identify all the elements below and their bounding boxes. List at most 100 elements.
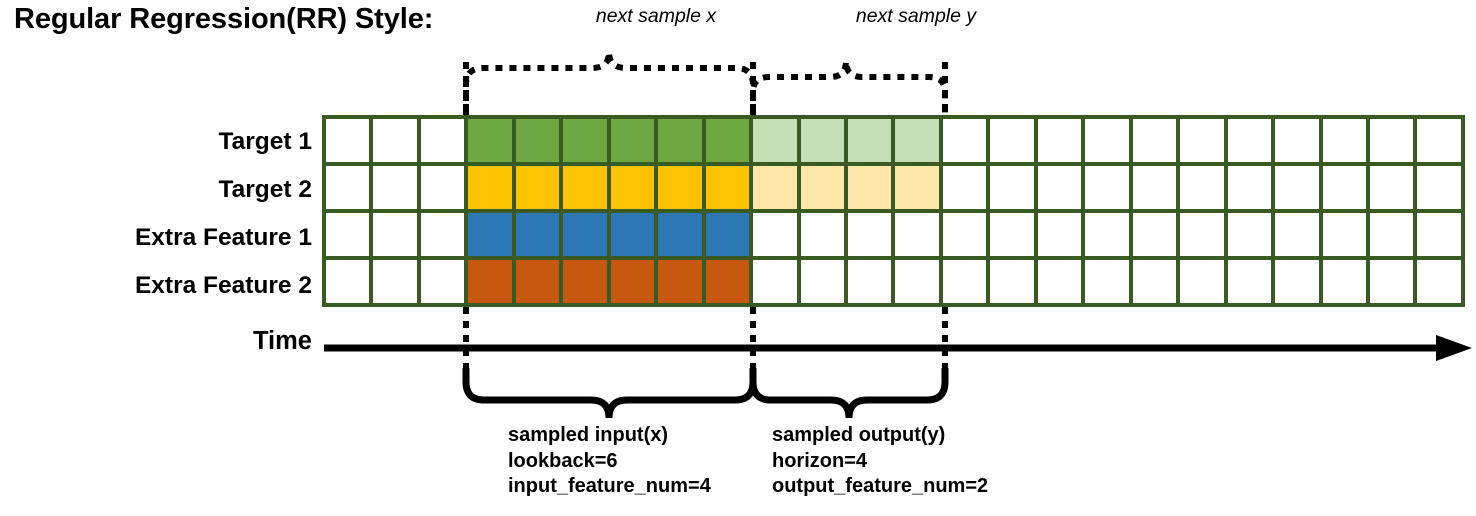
- grid-cell-empty: [800, 260, 844, 303]
- caption-sampled-output: sampled output(y) horizon=4 output_featu…: [772, 423, 988, 500]
- grid-cell-empty: [753, 260, 797, 303]
- grid-cell-empty: [753, 213, 797, 256]
- caption-output-line-3: output_feature_num=2: [772, 475, 989, 497]
- grid-cell-empty: [1085, 119, 1129, 162]
- grid-cell-empty: [1369, 260, 1414, 303]
- grid-cell-output: [800, 166, 844, 209]
- grid-cell-empty: [1037, 260, 1082, 303]
- grid-cell-input: [705, 213, 750, 256]
- grid-cell-empty: [326, 260, 370, 303]
- time-axis-arrow: [324, 335, 1472, 361]
- grid-cell-input: [705, 119, 750, 162]
- grid-cell-empty: [847, 260, 892, 303]
- row-label-target-1: Target 1: [0, 118, 313, 166]
- grid-cell-empty: [1180, 260, 1224, 303]
- grid-cell-input: [610, 119, 655, 162]
- grid-cell-empty: [1275, 260, 1319, 303]
- grid-cell-empty: [1417, 260, 1461, 303]
- grid-cell-empty: [990, 260, 1034, 303]
- grid-cell-empty: [326, 213, 370, 256]
- caption-output-line-2: horizon=4: [772, 449, 868, 472]
- grid-cell-empty: [1227, 119, 1272, 162]
- grid-cell-empty: [1085, 260, 1129, 303]
- grid-cell-empty: [942, 260, 987, 303]
- grid-cell-empty: [1180, 119, 1224, 162]
- grid-cell-output: [847, 166, 892, 209]
- grid-cell-empty: [1037, 166, 1082, 209]
- grid-cell-input: [610, 166, 655, 209]
- grid-cell-input: [658, 260, 702, 303]
- grid-cell-input: [468, 213, 512, 256]
- grid-row: [326, 260, 1461, 303]
- grid-cell-input: [705, 260, 750, 303]
- grid-cell-empty: [990, 119, 1034, 162]
- grid-cell-empty: [895, 213, 939, 256]
- brace-bottom-sampled-input: [462, 368, 757, 419]
- grid-cell-input: [563, 260, 607, 303]
- grid-cell-empty: [1417, 213, 1461, 256]
- grid-cell-output: [753, 119, 797, 162]
- timeseries-grid: [322, 115, 1465, 307]
- caption-input-line-1: sampled input(x): [508, 424, 669, 446]
- grid-cell-input: [515, 213, 560, 256]
- grid-cell-empty: [1275, 213, 1319, 256]
- grid-cell-empty: [420, 119, 465, 162]
- annotation-next-sample-x: next sample x: [595, 5, 717, 27]
- grid-cell-empty: [1037, 119, 1082, 162]
- grid-cell-empty: [1085, 213, 1129, 256]
- annotation-next-sample-y: next sample y: [855, 5, 977, 27]
- caption-input-line-2: lookback=6: [508, 449, 618, 472]
- grid-cell-empty: [895, 260, 939, 303]
- grid-cell-input: [515, 119, 560, 162]
- grid-cell-empty: [1275, 119, 1319, 162]
- caption-input-line-3: input_feature_num=4: [508, 475, 711, 497]
- grid-cell-output: [895, 119, 939, 162]
- grid-cell-empty: [1322, 213, 1366, 256]
- grid-cell-empty: [800, 213, 844, 256]
- grid-cell-empty: [1369, 213, 1414, 256]
- grid-cell-empty: [373, 260, 417, 303]
- grid-cell-output: [895, 166, 939, 209]
- grid-cell-empty: [420, 213, 465, 256]
- grid-cell-empty: [1227, 213, 1272, 256]
- grid-row: [326, 213, 1461, 256]
- grid-cell-empty: [1227, 260, 1272, 303]
- grid-cell-input: [610, 260, 655, 303]
- grid-cell-empty: [1275, 166, 1319, 209]
- dotted-guides-top: [463, 62, 948, 115]
- grid-cell-empty: [373, 119, 417, 162]
- time-axis-label: Time: [252, 327, 312, 355]
- grid-cell-empty: [1132, 119, 1177, 162]
- grid-cell-empty: [1322, 260, 1366, 303]
- grid-cell-empty: [847, 213, 892, 256]
- grid-cell-output: [800, 119, 844, 162]
- grid-cell-input: [515, 260, 560, 303]
- grid-cell-input: [658, 119, 702, 162]
- grid-cell-empty: [373, 213, 417, 256]
- grid-cell-empty: [1417, 166, 1461, 209]
- caption-sampled-input: sampled input(x) lookback=6 input_featur…: [508, 423, 711, 500]
- grid-cell-input: [468, 166, 512, 209]
- grid-cell-empty: [942, 166, 987, 209]
- row-label-target-2: Target 2: [0, 166, 313, 214]
- grid-cell-input: [468, 260, 512, 303]
- grid-cell-empty: [326, 166, 370, 209]
- grid-cell-output: [847, 119, 892, 162]
- grid-cell-empty: [1369, 119, 1414, 162]
- grid-cell-empty: [1417, 119, 1461, 162]
- row-label-text: Extra Feature 1: [134, 224, 312, 251]
- brace-top-next-sample-x: [463, 51, 756, 115]
- grid-cell-empty: [1322, 119, 1366, 162]
- grid-cell-empty: [1180, 213, 1224, 256]
- grid-cell-input: [610, 213, 655, 256]
- grid-cell-empty: [942, 213, 987, 256]
- grid-row: [326, 166, 1461, 209]
- grid-cell-empty: [420, 166, 465, 209]
- grid-cell-input: [563, 213, 607, 256]
- row-label-extra-feature-1: Extra Feature 1: [0, 214, 312, 262]
- brace-top-next-sample-y: [750, 60, 948, 115]
- grid-cell-empty: [373, 166, 417, 209]
- grid-cell-empty: [1037, 213, 1082, 256]
- grid-cell-empty: [1369, 166, 1414, 209]
